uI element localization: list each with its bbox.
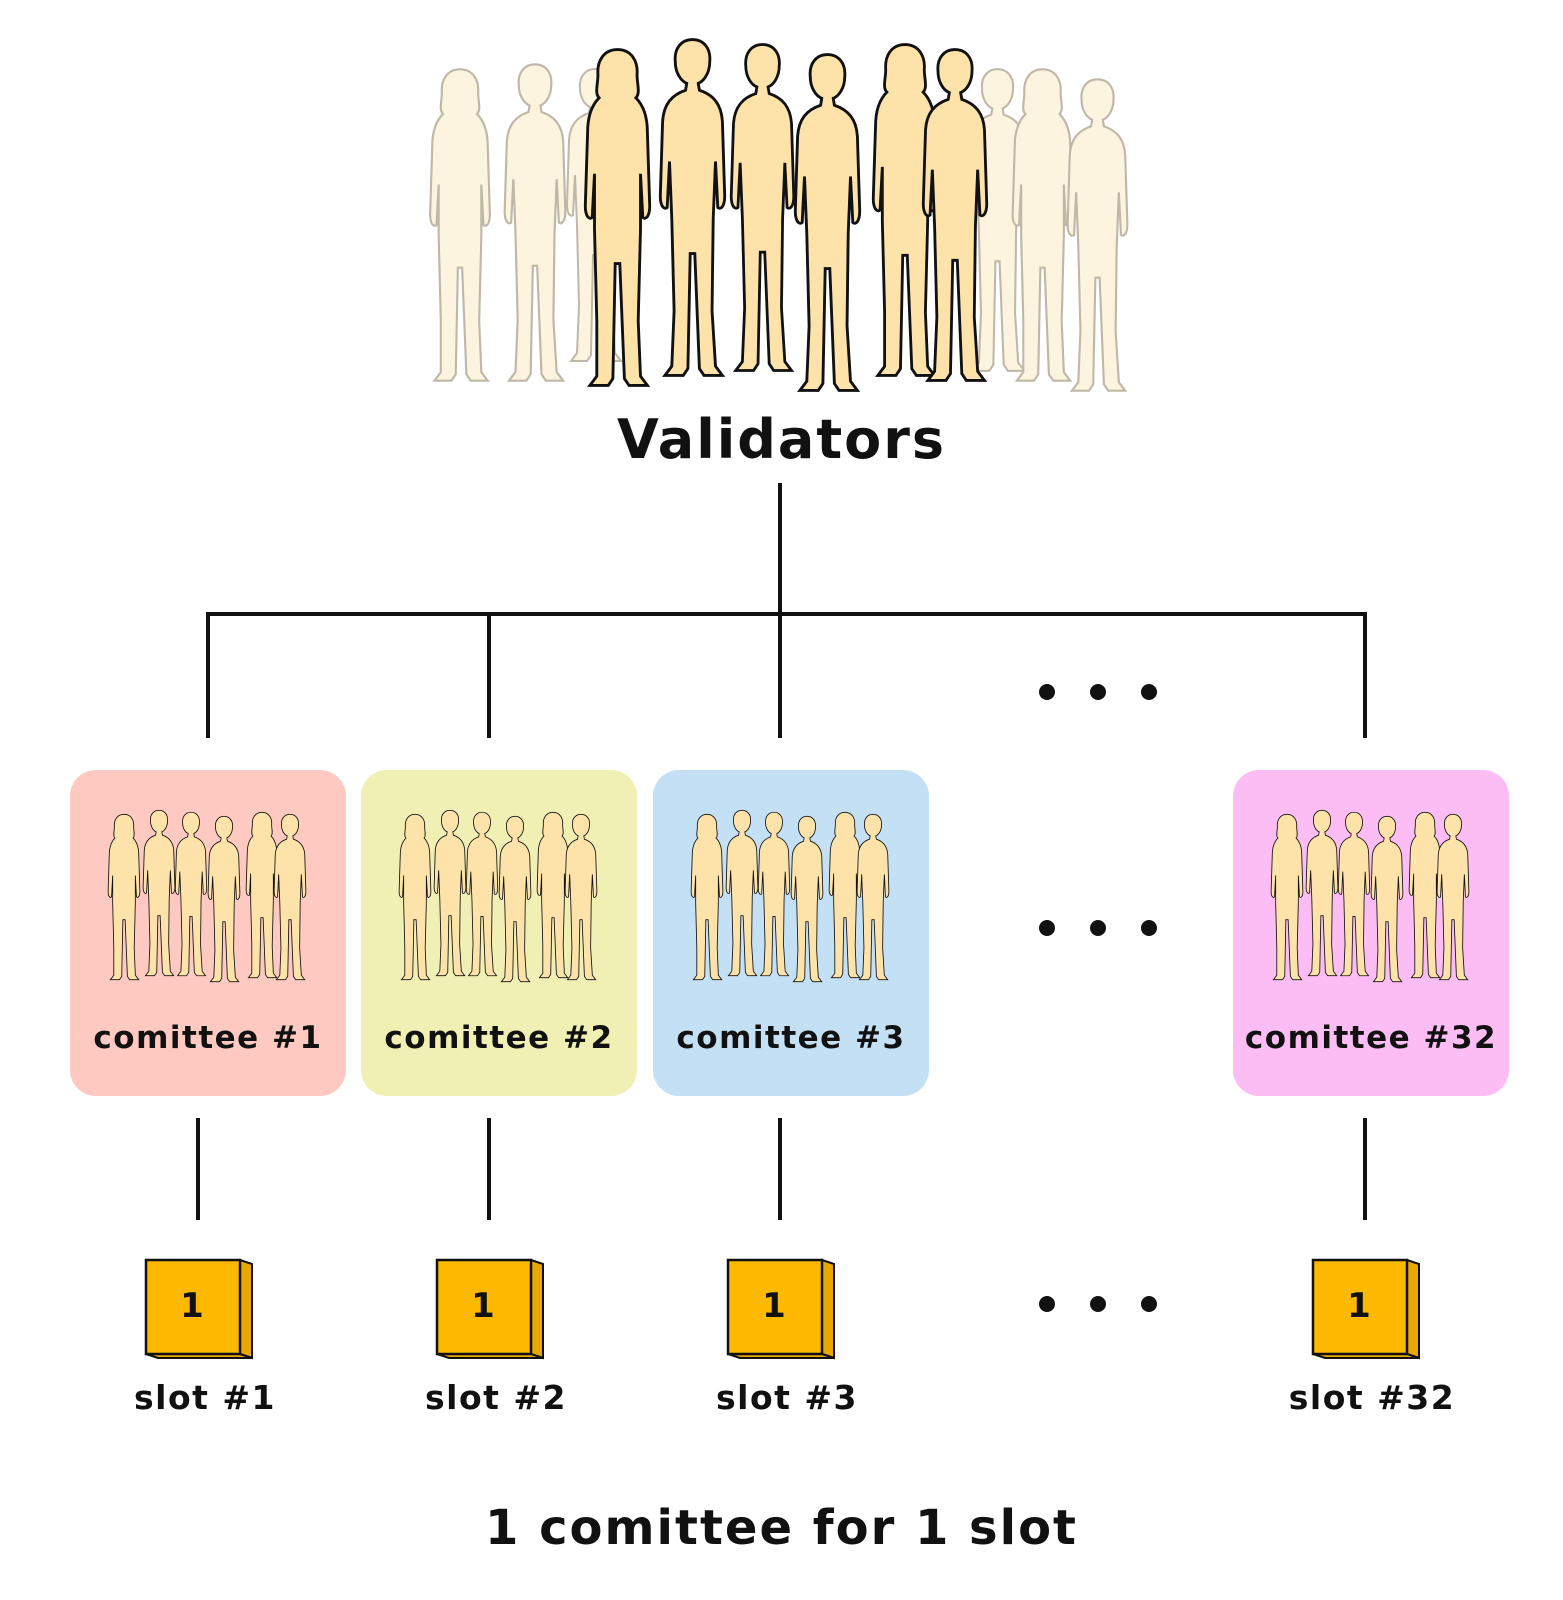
slot-line-1 (196, 1118, 200, 1220)
committee-card-32: comittee #32 (1233, 770, 1509, 1096)
committee-label: comittee #1 (93, 1020, 323, 1056)
committee-card-3: comittee #3 (653, 770, 929, 1096)
committee-card-2: comittee #2 (361, 770, 637, 1096)
slot-block-32: 1 (1311, 1258, 1423, 1360)
committee-label: comittee #3 (676, 1020, 906, 1056)
committee-card-1: comittee #1 (70, 770, 346, 1096)
branch-drop-3 (778, 612, 782, 738)
slot-block-1: 1 (144, 1258, 256, 1360)
committee-group-icon (398, 809, 598, 983)
slot-label-3: slot #3 (715, 1378, 858, 1417)
committee-group-icon (690, 809, 890, 983)
slot-block-2: 1 (435, 1258, 547, 1360)
branch-line (206, 612, 1367, 616)
slot-block-3: 1 (726, 1258, 838, 1360)
validators-title: Validators (616, 408, 947, 471)
committee-ellipsis (1039, 920, 1157, 936)
committee-label: comittee #2 (384, 1020, 614, 1056)
diagram-caption: 1 comittee for 1 slot (484, 1500, 1078, 1556)
slot-line-32 (1363, 1118, 1367, 1220)
branch-ellipsis (1039, 684, 1157, 700)
slot-line-3 (778, 1118, 782, 1220)
slot-label-1: slot #1 (133, 1378, 276, 1417)
slot-ellipsis (1039, 1296, 1157, 1312)
slot-number: 1 (1347, 1286, 1371, 1326)
slot-label-32: slot #32 (1288, 1378, 1456, 1417)
branch-drop-1 (206, 612, 210, 738)
validators-crowd (428, 37, 1129, 400)
slot-line-2 (487, 1118, 491, 1220)
slot-label-2: slot #2 (424, 1378, 567, 1417)
trunk-line (778, 483, 782, 615)
branch-drop-32 (1363, 612, 1367, 738)
slot-number: 1 (762, 1286, 786, 1326)
committee-group-icon (107, 809, 307, 983)
slot-number: 1 (180, 1286, 204, 1326)
slot-number: 1 (471, 1286, 495, 1326)
committee-label: comittee #32 (1244, 1020, 1498, 1056)
committee-group-icon (1270, 809, 1470, 983)
branch-drop-2 (487, 612, 491, 738)
